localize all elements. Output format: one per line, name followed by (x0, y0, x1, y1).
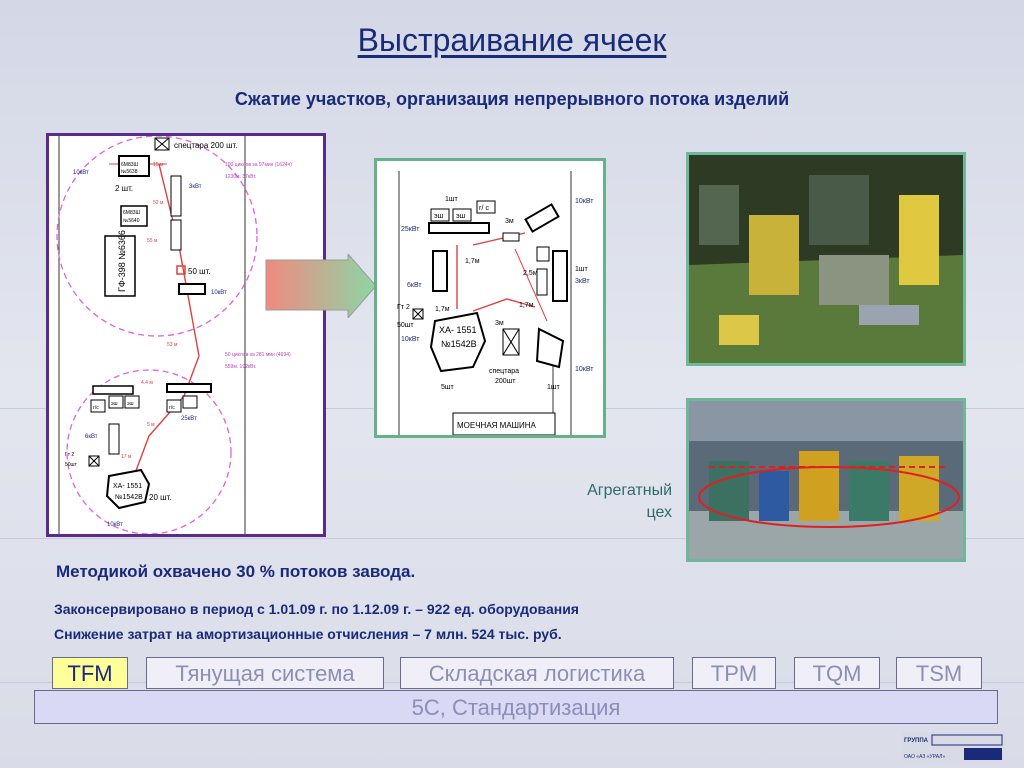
tab-warehouse-logistics[interactable]: Складская логистика (400, 657, 674, 689)
conserved-text: Законсервировано в период с 1.01.09 г. п… (54, 601, 579, 617)
svg-text:№1542В: №1542В (441, 339, 477, 349)
logo-top-text: ГРУППА (904, 738, 929, 744)
layout-plan-after: 1шт эш эш г/ с 10кВт 25кВт 3м 1,7м 2,5м … (374, 158, 606, 438)
photo-caption: Агрегатный цех (540, 480, 672, 524)
label-dist-3m-a: 3м (505, 218, 514, 225)
logo-bottom-text: ОАО «АЗ «УРАЛ» (904, 754, 945, 760)
label-esh-2: эш (456, 213, 466, 220)
label-wash-machine: МОЕЧНАЯ МАШИНА (457, 421, 537, 430)
tab-tqm[interactable]: TQM (794, 657, 880, 689)
svg-text:ХА- 1551: ХА- 1551 (439, 325, 477, 335)
label-count-1sht-b: 1шт (575, 266, 589, 273)
tab-tfm[interactable]: TFM (52, 657, 128, 689)
label-dist-25m: 2,5м (523, 270, 538, 277)
label-count-2: 2 шт. (115, 184, 133, 193)
svg-text:№5640: №5640 (123, 218, 140, 224)
label-gt2: Гт 2 (397, 304, 410, 311)
label-machine-6m: 6М83Ш (121, 162, 139, 168)
label-gt2: Гт 2 (65, 452, 74, 458)
label-power-25kvt: 25кВт (401, 226, 420, 233)
svg-text:ХА- 1551: ХА- 1551 (113, 483, 142, 490)
label-count-50sht: 50шт (65, 462, 78, 468)
svg-text:спецтара: спецтара (489, 368, 519, 375)
label-dist-44: 4.4 м (141, 380, 153, 386)
label-power-10kvt-c: 10кВт (575, 366, 594, 373)
label-dist-55: 55 м (147, 238, 158, 244)
label-dist-17: 17 м (121, 454, 132, 460)
label-note-mid-2: 559м. 192кВт. (225, 364, 256, 370)
label-esh-2: эш (127, 401, 134, 407)
label-dist-17m-b: 1,7м (435, 306, 450, 313)
label-count-50: 50 шт. (188, 267, 211, 276)
label-power-10kvt-a: 10кВт (73, 170, 89, 176)
label-power-10kvt-b: 10кВт (401, 336, 420, 343)
label-top-storage: спецтара 200 шт. (174, 141, 238, 150)
label-dist-52: 52 м (153, 200, 164, 206)
bottom-bar-5s[interactable]: 5С, Стандартизация (34, 690, 998, 724)
label-esh-1: эш (111, 401, 118, 407)
layout-plan-before: спецтара 200 шт. 10кВт 6М83Ш №5638 2 шт.… (46, 133, 326, 537)
label-dist-17m-a: 1,7м (465, 258, 480, 265)
svg-text:6М83Ш: 6М83Ш (123, 210, 141, 216)
page-subtitle: Сжатие участков, организация непрерывног… (234, 89, 790, 109)
tab-pull-system[interactable]: Тянущая система (146, 657, 384, 689)
label-power-10kvt-b: 10кВт (211, 290, 227, 296)
label-count-1sht-c: 1шт (547, 384, 561, 391)
label-power-10kvt-a: 10кВт (575, 198, 594, 205)
label-note-top-2: 1230м. 37кВт. (225, 174, 256, 180)
label-gs-1: г/с (93, 405, 99, 411)
photo-caption-line-2: цех (646, 504, 672, 521)
label-dist-3m-b: 3м (495, 320, 504, 327)
photo-caption-line-1: Агрегатный (587, 482, 672, 499)
label-count-50sht: 50шт (397, 322, 414, 329)
svg-text:200шт: 200шт (495, 378, 516, 385)
label-dist-17m-c: 1,7м (519, 302, 534, 309)
workshop-photo-top (686, 152, 966, 366)
label-gs: г/ с (479, 205, 489, 212)
label-power-6kvt: 6кВт (407, 282, 422, 289)
label-dist-53: 53 м (167, 342, 178, 348)
transition-arrow (265, 254, 377, 318)
label-power-3kvt: 3кВт (189, 184, 202, 190)
label-power-3kvt: 3кВт (575, 278, 590, 285)
tab-tsm[interactable]: TSM (896, 657, 982, 689)
label-gs-2: г/с (169, 405, 175, 411)
label-dist-15: 15 м (153, 162, 164, 168)
label-count-20: 20 шт. (149, 493, 172, 502)
label-power-6kvt: 6кВт (85, 434, 98, 440)
svg-text:№1542В: №1542В (115, 494, 143, 501)
label-gf-machine: ГФ-398 №6366 (117, 230, 127, 292)
workshop-photo-bottom (686, 398, 966, 562)
coverage-text: Методикой охвачено 30 % потоков завода. (56, 562, 416, 581)
label-count-5sht: 5шт (441, 384, 455, 391)
label-count-1sht-a: 1шт (445, 196, 459, 203)
label-note-top-1: 100 циклов за 97мин (1624ч) (225, 162, 292, 168)
gaz-logo: ГРУППА ОАО «АЗ «УРАЛ» (902, 732, 1006, 762)
page-title: Выстраивание ячеек (357, 22, 667, 58)
label-dist-5: 5 м (147, 422, 155, 428)
tab-tpm[interactable]: TPM (692, 657, 776, 689)
savings-text: Снижение затрат на амортизационные отчис… (54, 626, 562, 642)
svg-text:№5638: №5638 (121, 169, 138, 175)
label-esh-1: эш (434, 213, 444, 220)
label-note-mid-1: 50 циклов за 281 мин (4694) (225, 352, 291, 358)
plan-after-drawing: 1шт эш эш г/ с 10кВт 25кВт 3м 1,7м 2,5м … (397, 171, 594, 435)
label-power-25kvt: 25кВт (181, 416, 197, 422)
label-power-10kvt-c: 10кВт (107, 522, 123, 528)
plan-before-drawing: спецтара 200 шт. 10кВт 6М83Ш №5638 2 шт.… (56, 136, 292, 534)
